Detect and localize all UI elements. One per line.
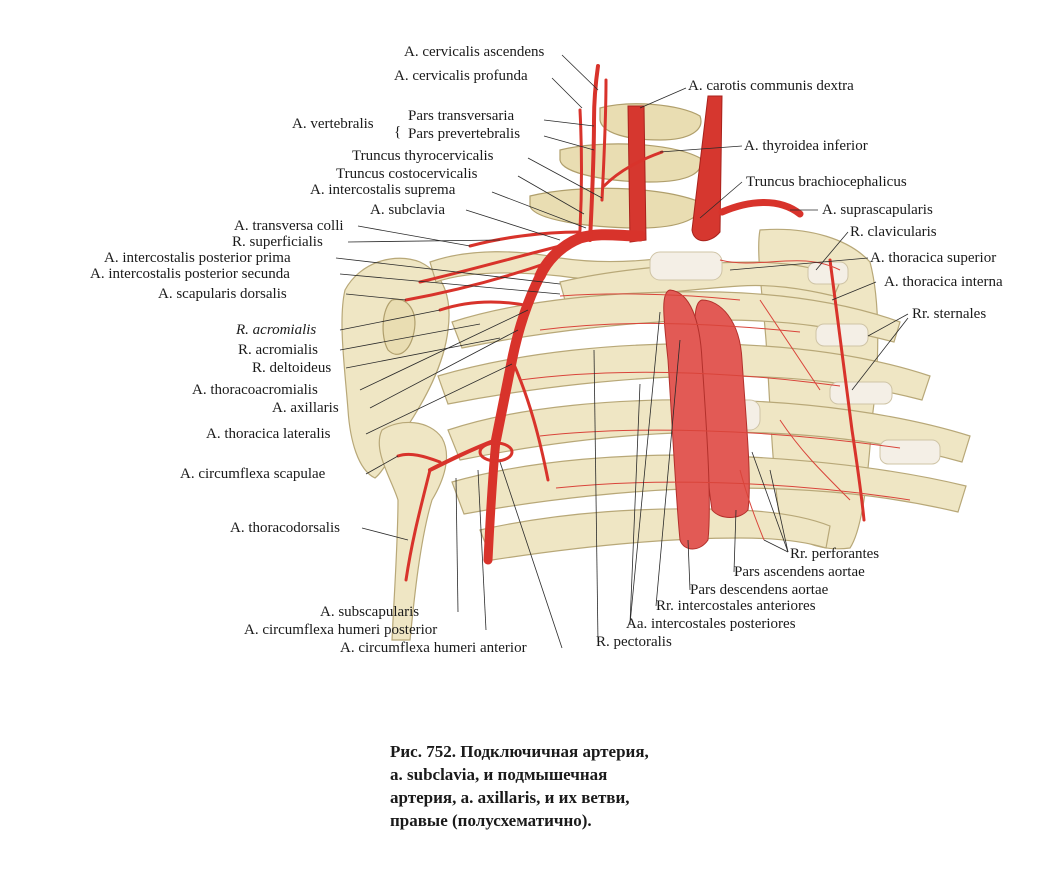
label-cervicalis-ascendens: A. cervicalis ascendens: [404, 44, 545, 60]
cartilage-6: [649, 251, 723, 281]
caption-line-2: a. subclavia, и подмышечная: [390, 765, 608, 784]
thyroidea-inferior-vessel: [602, 150, 664, 188]
arteries: [396, 64, 911, 582]
vertebralis-vessel: [588, 64, 600, 242]
label-intercostalis-suprema: A. intercostalis suprema: [310, 182, 456, 198]
label-vertebralis: A. vertebralis: [292, 116, 374, 132]
label-r-clavicularis: R. clavicularis: [850, 224, 937, 240]
label-rr-sternales: Rr. sternales: [912, 306, 986, 322]
brachialis-vessel: [483, 435, 501, 565]
label-subclavia: A. subclavia: [370, 202, 445, 218]
intercostal-branch-5: [555, 481, 911, 501]
cartilage-4: [879, 439, 941, 465]
label-truncus-thyrocervicalis: Truncus thyrocervicalis: [352, 148, 494, 164]
label-intercostalis-posterior-secunda: A. intercostalis posterior secunda: [90, 266, 290, 282]
label-pars-transversaria: Pars transversaria: [408, 108, 515, 124]
label-axillaris: A. axillaris: [272, 400, 339, 416]
carotis-communis: [627, 105, 647, 243]
label-carotis-communis: A. carotis communis dextra: [688, 78, 854, 94]
rib-6: [479, 508, 831, 561]
intercostal-branch-2: [539, 322, 801, 333]
perforantes-branch: [739, 469, 765, 541]
label-r-acromialis-2: R. acromialis: [238, 342, 318, 358]
label-truncus-costocervicalis: Truncus costocervicalis: [336, 166, 478, 182]
caption-line-1: Рис. 752. Подключичная артерия,: [390, 742, 649, 761]
truncus-brachiocephalicus-vessel: [691, 95, 723, 242]
figure-caption: Рис. 752. Подключичная артерия, a. subcl…: [390, 740, 810, 832]
suprascapularis-vessel: [418, 242, 570, 284]
intercostal-branch-7: [759, 299, 821, 391]
label-cervicalis-profunda: A. cervicalis profunda: [394, 68, 528, 84]
label-subscapularis: A. subscapularis: [320, 604, 419, 620]
circumflexa-humeri-loop: [478, 441, 514, 463]
label-thyroidea-inferior: A. thyroidea inferior: [744, 138, 868, 154]
label-circumflexa-scapulae: A. circumflexa scapulae: [180, 466, 326, 482]
label-intercostalis-posterior-prima: A. intercostalis posterior prima: [104, 250, 291, 266]
label-pars-prevertebralis: Pars prevertebralis: [408, 126, 520, 142]
label-r-pectoralis: R. pectoralis: [596, 634, 672, 650]
vertebra-3: [529, 187, 702, 229]
label-rr-perforantes: Rr. perforantes: [790, 546, 879, 562]
thoracica-interna-vessel: [828, 258, 866, 522]
cervicalis-ascendens-vessel: [600, 78, 608, 202]
leader-lines: [335, 54, 909, 649]
thoracica-lateralis-vessel: [510, 358, 550, 482]
label-aa-intercostales-posteriores: Aa. intercostales posteriores: [626, 616, 796, 632]
label-truncus-brachiocephalicus: Truncus brachiocephalicus: [746, 174, 907, 190]
label-r-superficialis: R. superficialis: [232, 234, 323, 250]
intercostal-branch-1: [559, 293, 741, 301]
label-thoracica-interna: A. thoracica interna: [884, 274, 1003, 290]
cervicalis-profunda-vessel: [578, 108, 583, 232]
caption-line-3: артерия, a. axillaris, и их ветви,: [390, 788, 630, 807]
circumflexa-scapulae-vessel: [396, 452, 442, 464]
thoracoacromialis-vessel: [438, 300, 532, 312]
label-r-acromialis-1: R. acromialis: [235, 322, 316, 338]
intercostal-branch-4: [539, 429, 901, 449]
label-pars-ascendens-aortae: Pars ascendens aortae: [734, 564, 865, 580]
suprascapularis-right-vessel: [718, 199, 804, 218]
thoracodorsalis-vessel: [404, 468, 432, 582]
label-thoracoacromialis: A. thoracoacromialis: [192, 382, 318, 398]
transversa-colli-vessel: [468, 230, 582, 248]
labels: A. cervicalis ascendens A. cervicalis pr…: [90, 44, 1003, 656]
label-thoracica-superior: A. thoracica superior: [870, 250, 996, 266]
intercostal-branch-8: [779, 419, 851, 501]
caption-line-4: правые (полусхематично).: [390, 811, 592, 830]
label-rr-intercostales-anteriores: Rr. intercostales anteriores: [656, 598, 816, 614]
intercostal-branch-6: [719, 259, 841, 271]
pars-descendens-aortae: [663, 289, 710, 550]
label-r-deltoideus: R. deltoideus: [252, 360, 331, 376]
cartilage-3: [829, 381, 893, 405]
label-scapularis-dorsalis: A. scapularis dorsalis: [158, 286, 287, 302]
intercostal-branch-3: [519, 371, 841, 387]
label-suprascapularis: A. suprascapularis: [822, 202, 933, 218]
aorta: [627, 95, 750, 550]
label-thoracodorsalis: A. thoracodorsalis: [230, 520, 340, 536]
label-circumflexa-humeri-anterior: A. circumflexa humeri anterior: [340, 640, 527, 656]
label-circumflexa-humeri-posterior: A. circumflexa humeri posterior: [244, 622, 437, 638]
vertebra-1: [599, 103, 702, 141]
label-pars-descendens-aortae: Pars descendens aortae: [690, 582, 829, 598]
brace-vertebralis: {: [394, 124, 401, 140]
label-transversa-colli: A. transversa colli: [234, 218, 344, 234]
label-thoracica-lateralis: A. thoracica lateralis: [206, 426, 331, 442]
scapularis-dorsalis-vessel: [404, 260, 552, 302]
